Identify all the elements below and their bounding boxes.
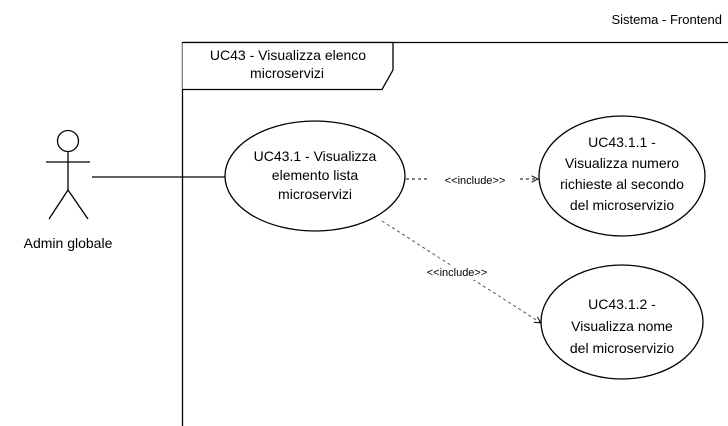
actor-leg-left <box>48 189 69 220</box>
include-label-2-bg <box>413 265 501 280</box>
use-case-main-line1: UC43.1 - Visualizza <box>254 148 377 164</box>
use-case-uc43-1-1 <box>538 115 706 237</box>
use-case-main <box>224 120 406 232</box>
use-case-uc43-1-1-line4: del microservizio <box>570 197 674 213</box>
use-case-uc43-1-1-line2: Visualizza numero <box>565 155 679 171</box>
frame-title-line2: microservizi <box>250 65 324 81</box>
system-name: Sistema - Frontend <box>611 12 722 27</box>
use-case-uc43-1-1-line3: richieste al secondo <box>560 176 684 192</box>
include-label-1-bg <box>430 172 520 187</box>
include-arrow-2 <box>381 220 541 323</box>
use-case-main-line3: microservizi <box>278 186 352 202</box>
actor-figure <box>46 129 90 220</box>
actor-head <box>56 129 80 153</box>
actor-label: Admin globale <box>24 235 113 251</box>
include-label-2: <<include>> <box>427 267 488 279</box>
include-label-1: <<include>> <box>445 175 506 187</box>
use-case-uc43-1-2-line1: UC43.1.2 - <box>588 296 656 312</box>
frame-title-tab <box>182 41 394 91</box>
use-case-uc43-1-1-line1: UC43.1.1 - <box>588 134 656 150</box>
use-case-uc43-1-2-line3: del microservizio <box>570 340 674 356</box>
use-case-main-line2: elemento lista <box>272 167 359 183</box>
use-case-uc43-1-2-line2: Visualizza nome <box>571 318 673 334</box>
frame-title-line1: UC43 - Visualizza elenco <box>210 47 366 63</box>
actor-leg-right <box>67 189 89 220</box>
